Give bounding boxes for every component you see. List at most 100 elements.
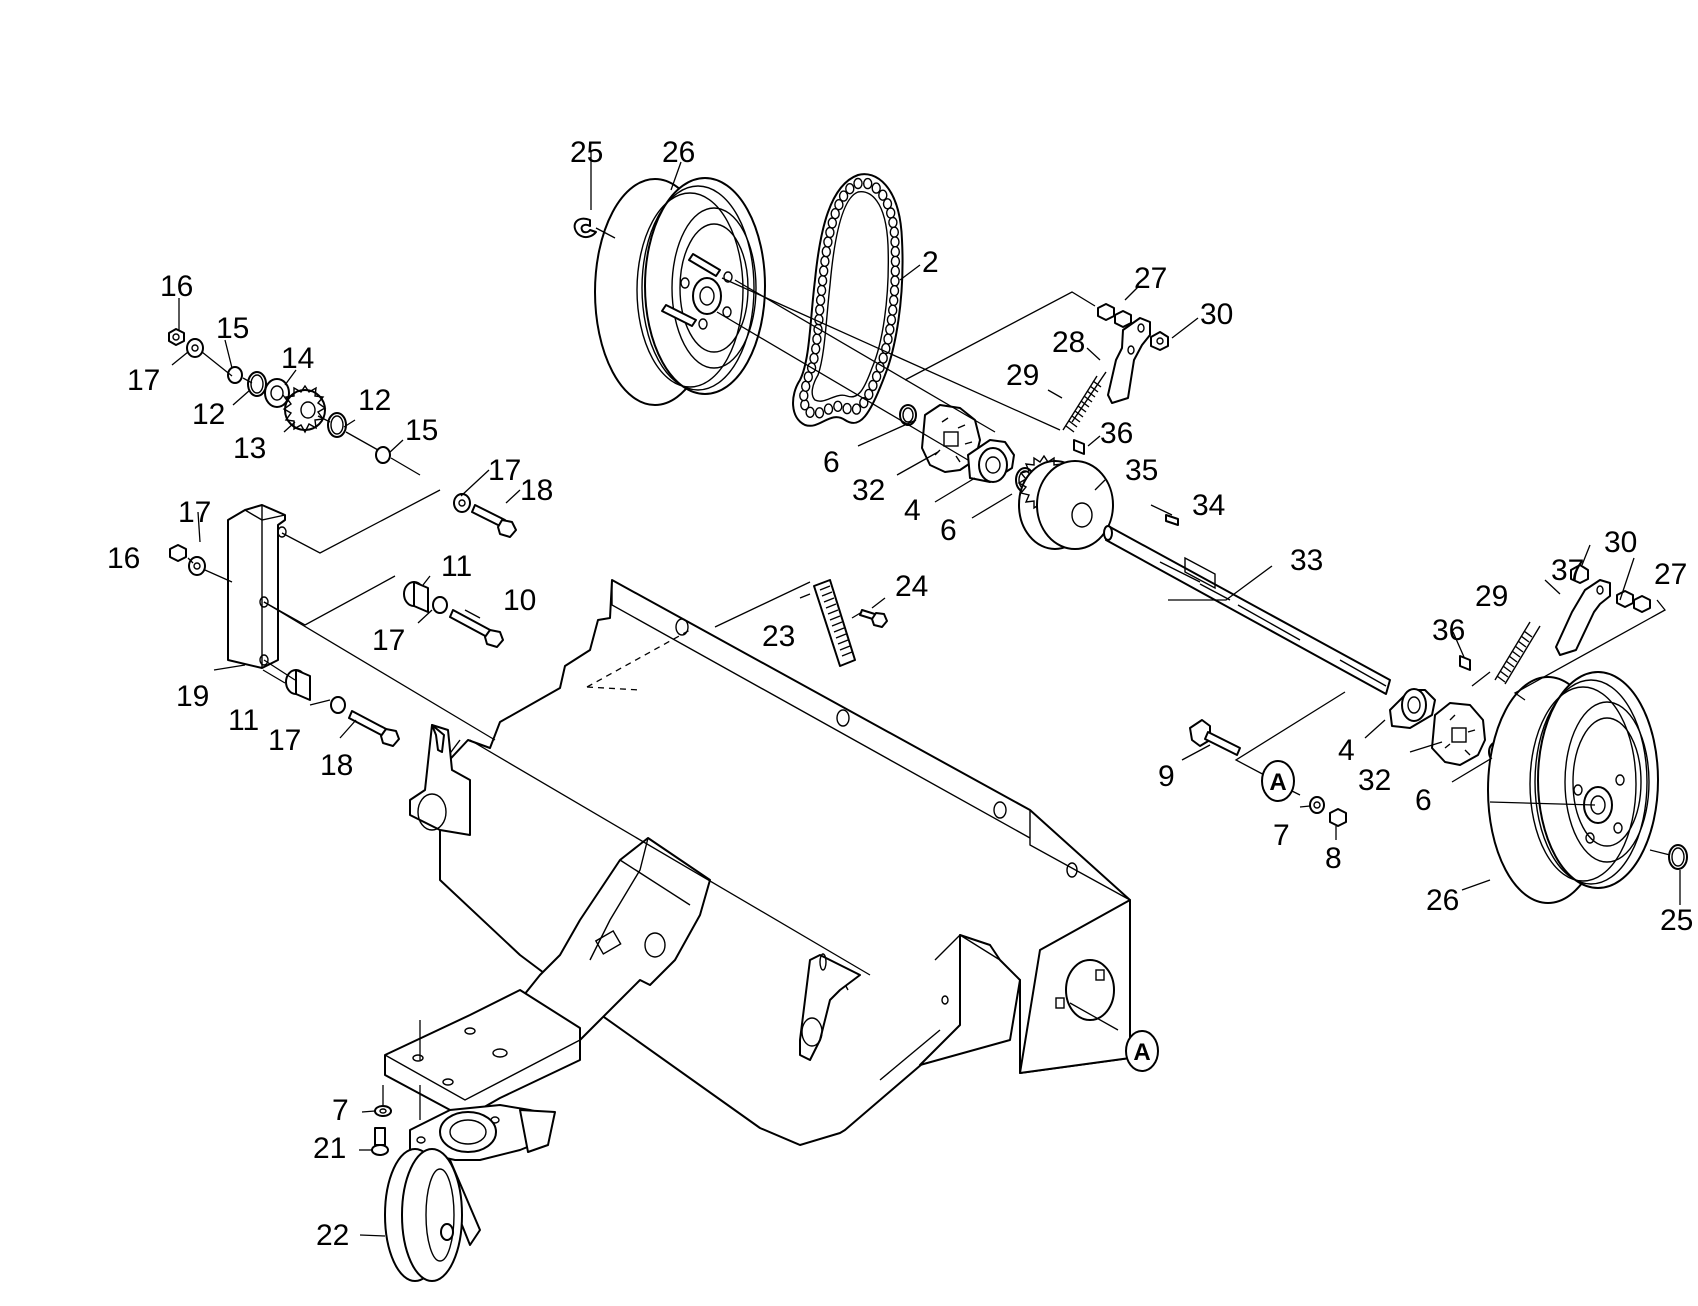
chain-link bbox=[823, 236, 833, 248]
callout-labels: 25 26 2 27 30 28 29 36 35 34 33 6 32 4 6… bbox=[107, 136, 1693, 1252]
callout-26: 26 bbox=[1426, 884, 1459, 917]
chain-link bbox=[834, 198, 844, 211]
chain-link bbox=[809, 352, 819, 365]
callout-34: 34 bbox=[1192, 489, 1225, 522]
callout-25: 25 bbox=[1660, 904, 1693, 937]
callout-8: 8 bbox=[1325, 842, 1342, 875]
callout-27: 27 bbox=[1134, 262, 1167, 295]
chain-link bbox=[819, 265, 829, 277]
callout-36: 36 bbox=[1432, 614, 1465, 647]
wheel-bottom bbox=[1487, 671, 1688, 904]
chain-link bbox=[817, 275, 828, 287]
callout-36: 36 bbox=[1100, 417, 1133, 450]
chain-link bbox=[890, 236, 900, 248]
callout-13: 13 bbox=[233, 432, 266, 465]
callout-11: 11 bbox=[441, 550, 472, 583]
main-housing bbox=[384, 579, 1131, 1146]
callout-26: 26 bbox=[662, 136, 695, 169]
chain-link bbox=[851, 403, 862, 415]
chain-link bbox=[815, 294, 826, 306]
caster-wheel bbox=[371, 1104, 556, 1282]
side-bracket bbox=[227, 504, 287, 669]
reference-mark-a-2: A bbox=[1125, 1030, 1159, 1072]
chain-link bbox=[889, 294, 899, 307]
chain-link bbox=[868, 379, 878, 392]
chain-link bbox=[825, 226, 835, 239]
callout-21: 21 bbox=[313, 1132, 346, 1165]
chain-link bbox=[886, 314, 897, 326]
callout-7: 7 bbox=[1273, 819, 1290, 852]
callout-16: 16 bbox=[107, 542, 140, 575]
ref-a-label: A bbox=[1269, 769, 1286, 796]
callout-10: 10 bbox=[503, 584, 536, 617]
chain-link bbox=[823, 403, 834, 415]
callout-17: 17 bbox=[178, 496, 211, 529]
callout-25: 25 bbox=[570, 136, 603, 169]
callout-18: 18 bbox=[320, 749, 353, 782]
callout-18: 18 bbox=[520, 474, 553, 507]
chain-link bbox=[821, 245, 831, 258]
callout-30: 30 bbox=[1604, 526, 1637, 559]
chain-link bbox=[838, 190, 849, 202]
chain-link bbox=[883, 333, 893, 345]
callout-29: 29 bbox=[1006, 359, 1039, 392]
callout-35: 35 bbox=[1125, 454, 1158, 487]
chain-link bbox=[816, 284, 827, 297]
callout-17: 17 bbox=[127, 364, 160, 397]
left-hardware bbox=[168, 328, 517, 747]
callout-17: 17 bbox=[372, 624, 405, 657]
chain-link bbox=[871, 370, 882, 383]
chain-link bbox=[805, 406, 815, 418]
chain-link bbox=[811, 343, 821, 355]
chain-link bbox=[890, 265, 900, 277]
leader-lines bbox=[171, 151, 1681, 1237]
callout-7: 7 bbox=[332, 1094, 349, 1127]
chain-link bbox=[820, 255, 830, 267]
chain-link bbox=[886, 207, 896, 219]
callout-17: 17 bbox=[268, 724, 301, 757]
callout-6: 6 bbox=[940, 514, 957, 547]
callout-15: 15 bbox=[216, 312, 249, 345]
callout-16: 16 bbox=[160, 270, 193, 303]
chain-link bbox=[871, 182, 881, 194]
callout-30: 30 bbox=[1200, 298, 1233, 331]
chain-link bbox=[812, 333, 822, 345]
callout-6: 6 bbox=[823, 446, 840, 479]
callout-9: 9 bbox=[1158, 760, 1175, 793]
chain-link bbox=[814, 407, 825, 419]
callout-19: 19 bbox=[176, 680, 209, 713]
chain-link bbox=[878, 352, 888, 364]
chain-link bbox=[890, 245, 900, 258]
reference-mark-a-1: A bbox=[1261, 760, 1295, 802]
chain-link bbox=[827, 217, 837, 229]
chain-link bbox=[882, 198, 893, 210]
callout-14: 14 bbox=[281, 342, 314, 375]
lever-assembly-top bbox=[899, 303, 1391, 695]
lever-assembly-bottom bbox=[1189, 564, 1651, 827]
callout-12: 12 bbox=[358, 384, 391, 417]
callout-37: 37 bbox=[1551, 554, 1584, 587]
callout-32: 32 bbox=[1358, 764, 1391, 797]
drive-chain bbox=[792, 173, 904, 427]
ref-a-label: A bbox=[1133, 1039, 1150, 1066]
callout-4: 4 bbox=[904, 494, 921, 527]
callout-32: 32 bbox=[852, 474, 885, 507]
chain-link bbox=[889, 226, 899, 238]
chain-link bbox=[890, 255, 901, 268]
callout-29: 29 bbox=[1475, 580, 1508, 613]
callout-6: 6 bbox=[1415, 784, 1432, 817]
chain-link bbox=[842, 402, 852, 415]
callout-12: 12 bbox=[192, 398, 225, 431]
chain-link bbox=[801, 380, 811, 392]
callout-27: 27 bbox=[1654, 558, 1687, 591]
callout-33: 33 bbox=[1290, 544, 1323, 577]
wheel-top bbox=[573, 177, 766, 406]
callout-4: 4 bbox=[1338, 734, 1355, 767]
chain-link bbox=[803, 371, 813, 383]
brush-strip bbox=[813, 579, 888, 667]
callout-24: 24 bbox=[895, 570, 928, 603]
callout-2: 2 bbox=[922, 246, 939, 279]
chain-link bbox=[853, 177, 863, 190]
callout-11: 11 bbox=[228, 704, 259, 737]
